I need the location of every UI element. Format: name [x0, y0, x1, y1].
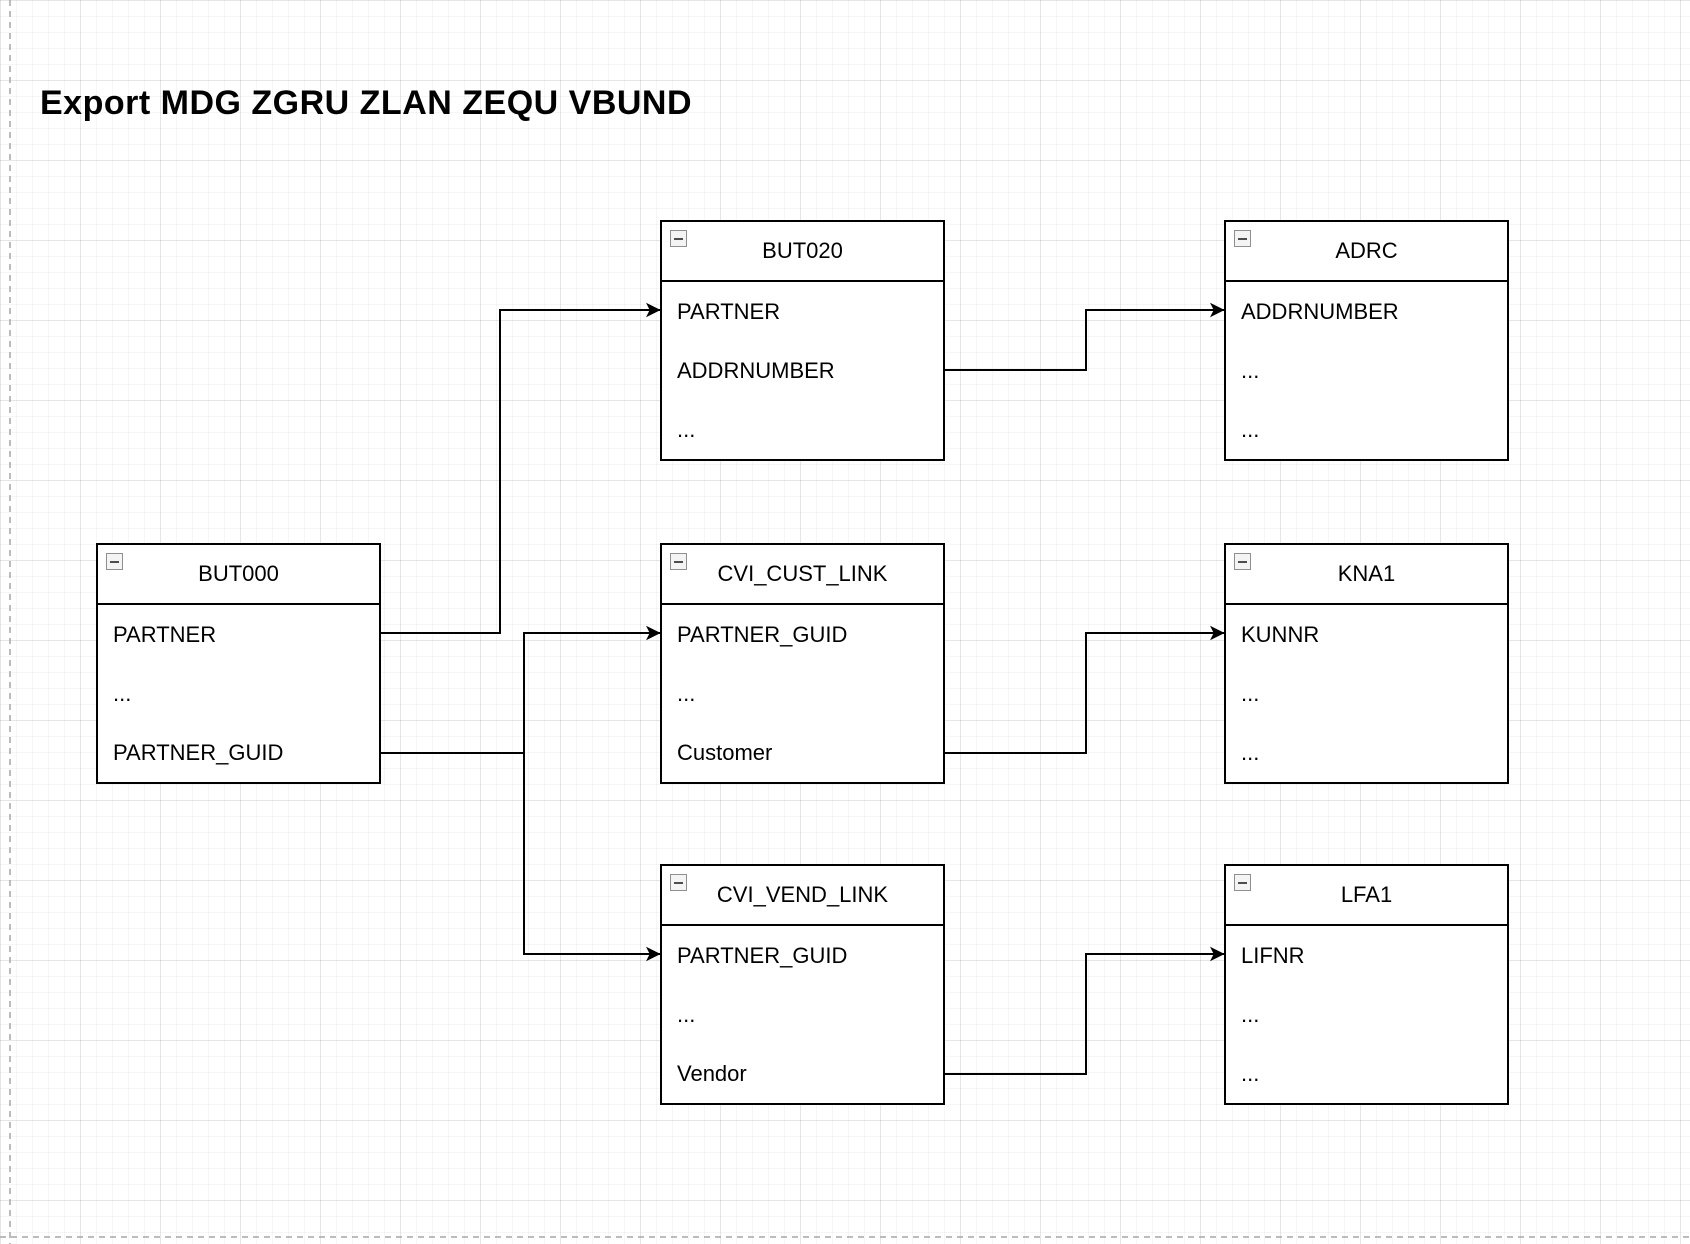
minus-glyph	[674, 237, 683, 240]
entity-adrc[interactable]: ADRC ADDRNUMBER......	[1224, 220, 1509, 461]
collapse-minus-icon[interactable]	[670, 874, 687, 891]
entity-row-vendor[interactable]: Vendor	[677, 1060, 747, 1086]
edges-group	[381, 302, 1225, 1075]
entity-header: LFA1	[1226, 866, 1507, 926]
entity-title: CVI_VEND_LINK	[716, 882, 889, 907]
entity-cvi_vend_link[interactable]: CVI_VEND_LINK PARTNER_GUID... Vendor	[660, 864, 945, 1105]
minus-glyph	[674, 560, 683, 563]
collapse-minus-icon[interactable]	[1234, 874, 1251, 891]
entity-header: CVI_CUST_LINK	[662, 545, 943, 605]
entity-row-ellipsis[interactable]: ...	[677, 1001, 696, 1027]
connector-but020-addrnumber-to-adrc-addrnumber[interactable]	[945, 302, 1225, 371]
entity-row-partner-guid[interactable]: PARTNER_GUID	[677, 942, 848, 968]
collapse-minus-icon[interactable]	[670, 230, 687, 247]
entity-row-ellipsis[interactable]: ...	[1241, 1060, 1260, 1086]
minus-glyph	[1238, 560, 1247, 563]
entity-header: KNA1	[1226, 545, 1507, 605]
entity-row-ellipsis[interactable]: ...	[677, 680, 696, 706]
entity-body: KUNNR......	[1226, 605, 1507, 782]
entity-body: ADDRNUMBER......	[1226, 282, 1507, 459]
entity-row-partner-guid[interactable]: PARTNER_GUID	[113, 739, 284, 765]
minus-glyph	[674, 881, 683, 884]
collapse-minus-icon[interactable]	[1234, 553, 1251, 570]
entity-row-partner[interactable]: PARTNER	[113, 621, 217, 647]
connector-but000-partner-guid-to-cvi-vend-link-partner-guid[interactable]	[381, 752, 661, 962]
entity-header: CVI_VEND_LINK	[662, 866, 943, 926]
entity-row-addrnumber[interactable]: ADDRNUMBER	[677, 357, 835, 383]
entity-row-ellipsis[interactable]: ...	[1241, 739, 1260, 765]
entity-title: KNA1	[1337, 561, 1396, 586]
collapse-minus-icon[interactable]	[670, 553, 687, 570]
entity-body: PARTNER... PARTNER_GUID	[98, 605, 379, 782]
entity-row-ellipsis[interactable]: ...	[1241, 680, 1260, 706]
diagram-title: Export MDG ZGRU ZLAN ZEQU VBUND	[40, 84, 693, 122]
entity-row-partner[interactable]: PARTNER	[677, 298, 781, 324]
entity-header: BUT020	[662, 222, 943, 282]
entity-row-ellipsis[interactable]: ...	[1241, 416, 1260, 442]
entity-header: ADRC	[1226, 222, 1507, 282]
entity-title: BUT020	[762, 238, 843, 263]
collapse-minus-icon[interactable]	[106, 553, 123, 570]
entity-title: ADRC	[1335, 238, 1398, 263]
entity-cvi_cust_link[interactable]: CVI_CUST_LINK PARTNER_GUID... Customer	[660, 543, 945, 784]
connector-cvi-cust-link-customer-to-kna1-kunnr[interactable]	[945, 625, 1225, 754]
entity-row-customer[interactable]: Customer	[677, 739, 773, 765]
entity-row-ellipsis[interactable]: ...	[113, 680, 132, 706]
connector-but000-partner-guid-to-cvi-cust-link-partner-guid[interactable]	[381, 625, 661, 754]
entity-body: PARTNER_GUID... Vendor	[662, 926, 943, 1103]
connector-but000-partner-to-but020-partner[interactable]	[381, 302, 661, 634]
entity-row-addrnumber[interactable]: ADDRNUMBER	[1241, 298, 1399, 324]
entity-row-kunnr[interactable]: KUNNR	[1241, 621, 1320, 647]
connector-cvi-vend-link-vendor-to-lfa1-lifnr[interactable]	[945, 946, 1225, 1075]
minus-glyph	[1238, 881, 1247, 884]
entity-title: CVI_CUST_LINK	[717, 561, 888, 586]
minus-glyph	[1238, 237, 1247, 240]
collapse-minus-icon[interactable]	[1234, 230, 1251, 247]
minus-glyph	[110, 560, 119, 563]
entity-body: PARTNER_GUID... Customer	[662, 605, 943, 782]
entity-row-ellipsis[interactable]: ...	[677, 416, 696, 442]
entity-row-lifnr[interactable]: LIFNR	[1241, 942, 1305, 968]
entity-header: BUT000	[98, 545, 379, 605]
entity-title: BUT000	[198, 561, 279, 586]
entity-row-ellipsis[interactable]: ...	[1241, 1001, 1260, 1027]
entity-row-partner-guid[interactable]: PARTNER_GUID	[677, 621, 848, 647]
entity-body: LIFNR......	[1226, 926, 1507, 1103]
entity-title: LFA1	[1340, 882, 1393, 907]
entity-body: PARTNER ADDRNUMBER...	[662, 282, 943, 459]
entity-row-ellipsis[interactable]: ...	[1241, 357, 1260, 383]
